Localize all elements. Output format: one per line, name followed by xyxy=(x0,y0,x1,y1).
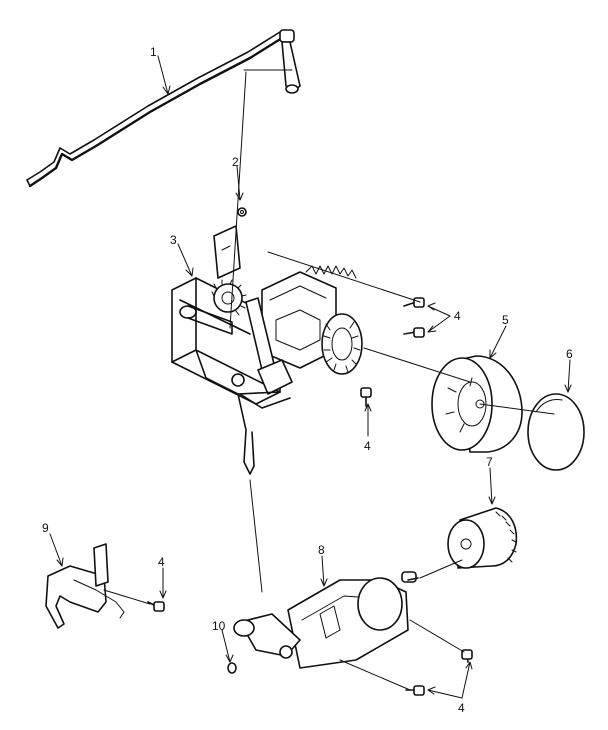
part-9-small-bracket xyxy=(45,543,125,629)
callout-6: 6 xyxy=(566,347,573,361)
part-10-clip xyxy=(227,662,237,674)
screw-upper-right xyxy=(403,297,425,308)
screw-mid-right xyxy=(403,327,425,338)
screw-center xyxy=(360,387,372,407)
callout-8: 8 xyxy=(318,543,325,557)
part-8-lower-unit xyxy=(233,571,419,669)
part-7-drum-gear xyxy=(447,507,518,569)
callout-5: 5 xyxy=(502,313,509,327)
callout-4-upper-right: 4 xyxy=(454,309,461,323)
callout-9: 9 xyxy=(42,521,49,535)
leader-lines xyxy=(49,55,572,699)
screw-lower-right xyxy=(461,649,473,663)
part-2-small-nut xyxy=(237,207,247,217)
part-3-main-bracket-assembly xyxy=(171,225,363,409)
alignment-lines xyxy=(103,69,555,691)
callout-4-bottom: 4 xyxy=(458,701,465,715)
callout-4-left: 4 xyxy=(158,555,165,569)
part-5-wheel xyxy=(431,355,523,453)
callout-10: 10 xyxy=(212,619,226,633)
screw-part9 xyxy=(147,601,165,612)
callout-labels: 1 2 3 4 4 4 4 5 6 7 8 9 10 xyxy=(42,45,573,715)
part-1-lever-rod xyxy=(26,29,301,188)
callout-3: 3 xyxy=(170,233,177,247)
part-6-cover-disc xyxy=(527,393,585,471)
screw-bottom xyxy=(405,685,425,696)
callout-7: 7 xyxy=(486,455,493,469)
callout-4-center: 4 xyxy=(364,439,371,453)
callout-2: 2 xyxy=(232,155,239,169)
callout-1: 1 xyxy=(150,45,157,59)
part-4-screws xyxy=(147,297,473,696)
wire-link xyxy=(237,393,255,475)
